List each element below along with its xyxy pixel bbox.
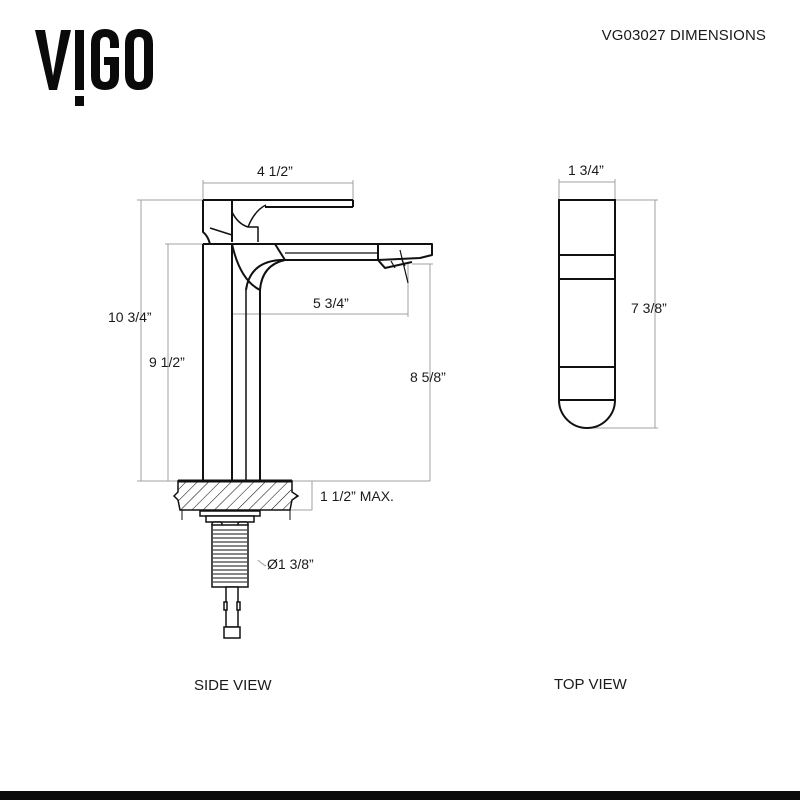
dim-handle-width: 4 1/2” [257, 163, 293, 179]
page-title: VG03027 DIMENSIONS [601, 27, 766, 44]
dim-top-width: 1 3/4” [568, 162, 604, 178]
supply-stem [223, 586, 241, 639]
dim-top-length: 7 3/8” [631, 300, 667, 316]
faucet-top-view [558, 199, 616, 429]
top-dimension-lines [558, 179, 658, 429]
dim-max-deck-thickness: 1 1/2” MAX. [320, 488, 394, 504]
dim-spout-top-height: 9 1/2” [149, 354, 185, 370]
dim-shank-diameter: Ø1 3/8” [267, 556, 314, 572]
faucet-side-view [202, 199, 433, 481]
footer-bar [0, 791, 800, 800]
mounting-shank [199, 510, 261, 588]
top-view-label: TOP VIEW [554, 676, 627, 693]
dim-overall-height: 10 3/4” [108, 309, 152, 325]
dim-spout-outlet-height: 8 5/8” [410, 369, 446, 385]
vigo-logo [35, 29, 153, 106]
countertop-deck [172, 479, 300, 520]
side-view-label: SIDE VIEW [194, 677, 272, 694]
dim-spout-reach: 5 3/4” [313, 295, 349, 311]
shank-threads [213, 529, 247, 583]
